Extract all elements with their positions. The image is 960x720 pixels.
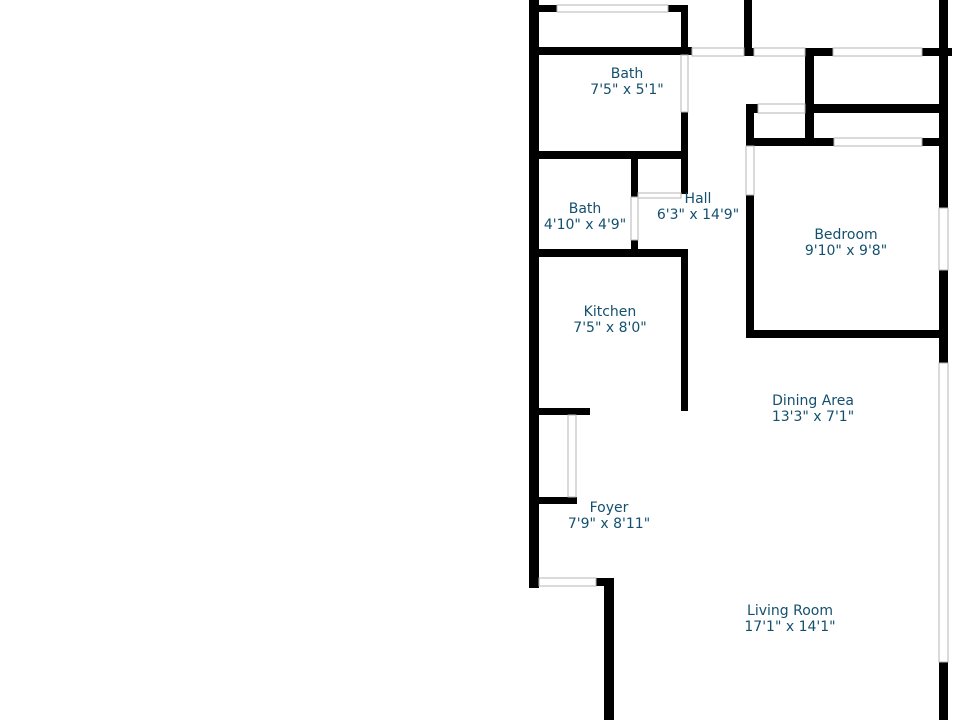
room-label-bath-lower: Bath 4'10" x 4'9": [544, 201, 626, 233]
window-hall-top-2: [753, 47, 806, 57]
room-label-bath-upper: Bath 7'5" x 5'1": [590, 66, 663, 98]
room-label-living-room: Living Room 17'1" x 14'1": [744, 603, 835, 635]
window-bedroom-top: [833, 137, 923, 147]
walls: [529, 0, 952, 720]
room-name: Hall: [684, 191, 712, 207]
room-label-hall: Hall 6'3" x 14'9": [657, 191, 739, 223]
window-top-closet: [556, 4, 669, 13]
room-label-dining-area: Dining Area 13'3" x 7'1": [772, 393, 854, 425]
room-label-bedroom: Bedroom 9'10" x 9'8": [805, 227, 887, 259]
window-hall-closet: [637, 192, 682, 199]
room-size: 7'9" x 8'11": [567, 516, 651, 532]
room-size: 7'5" x 8'0": [573, 320, 647, 336]
room-name: Foyer: [589, 500, 629, 516]
room-size: 9'10" x 9'8": [804, 243, 888, 259]
window-living-right: [938, 362, 949, 663]
room-name: Bath: [568, 201, 602, 217]
windows: [538, 4, 949, 663]
room-size: 13'3" x 7'1": [771, 409, 855, 425]
window-bedroom-door: [745, 145, 755, 196]
room-name: Kitchen: [583, 304, 637, 320]
room-name: Bedroom: [814, 227, 878, 243]
window-foyer-closet: [567, 414, 577, 498]
window-closet-top: [832, 47, 923, 57]
window-hall-door: [757, 103, 806, 114]
window-lower-bath-door: [630, 196, 639, 241]
room-size: 17'1" x 14'1": [744, 619, 836, 635]
room-label-foyer: Foyer 7'9" x 8'11": [568, 500, 650, 532]
room-size: 6'3" x 14'9": [656, 207, 740, 223]
window-upper-bath-door: [680, 54, 689, 113]
window-entry-door: [538, 577, 597, 587]
room-label-kitchen: Kitchen 7'5" x 8'0": [573, 304, 646, 336]
window-bedroom-right: [938, 207, 949, 271]
window-hall-top: [691, 47, 745, 57]
room-size: 4'10" x 4'9": [543, 217, 627, 233]
room-size: 7'5" x 5'1": [590, 82, 664, 98]
room-name: Bath: [610, 66, 644, 82]
room-name: Dining Area: [772, 393, 854, 409]
room-name: Living Room: [747, 603, 833, 619]
